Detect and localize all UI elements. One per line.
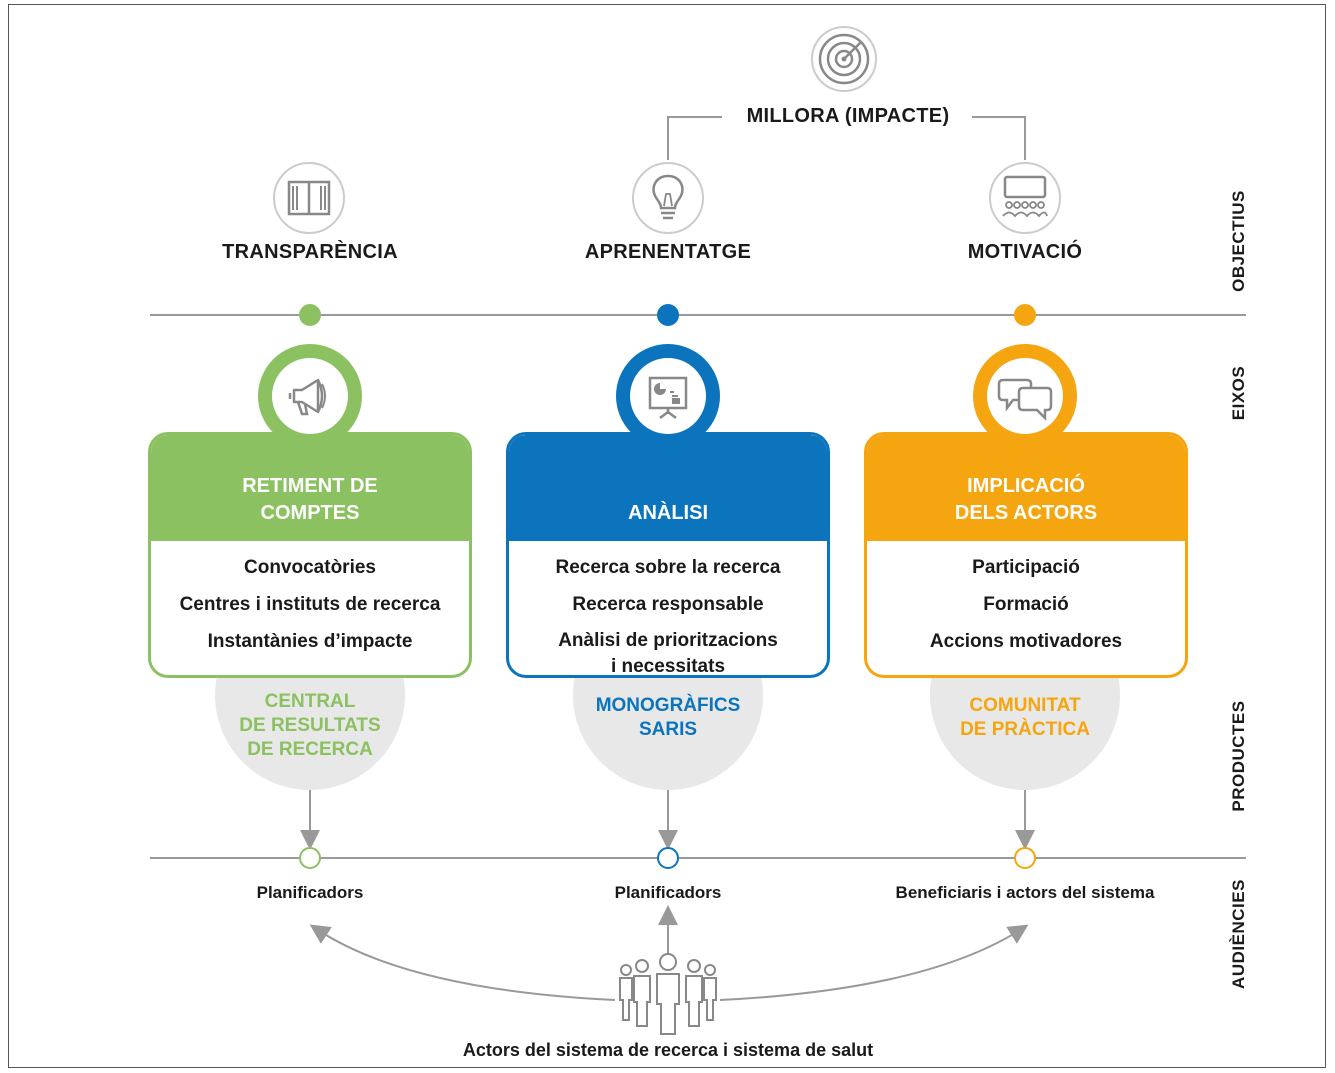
product-label-2: MONOGRÀFICS SARIS: [595, 695, 741, 740]
bottom-label: Actors del sistema de recerca i sistema …: [462, 1040, 874, 1060]
audience-dot-1: [299, 847, 321, 869]
axis-item: Formació: [983, 594, 1069, 615]
top-goal-label: MILLORA (IMPACTE): [746, 105, 950, 127]
side-label-objectius: OBJECTIUS: [1229, 190, 1248, 292]
audiences-line: [150, 857, 1246, 859]
axis-item: Participació: [972, 557, 1080, 578]
audience-presentation-icon: [987, 160, 1063, 236]
megaphone-icon: [288, 378, 326, 416]
audience-label-3: Beneficiaris i actors del sistema: [895, 883, 1155, 902]
presentation-badge: [616, 344, 720, 448]
objective-dot-3: [1014, 304, 1036, 326]
axis-card-3: IMPLICACIÓ DELS ACTORS Participació Form…: [864, 432, 1188, 678]
audience-dot-3: [1014, 847, 1036, 869]
objective-label-1: TRANSPARÈNCIA: [222, 241, 398, 263]
axis-item: Convocatòries: [244, 557, 376, 578]
side-label-productes: PRODUCTES: [1229, 700, 1248, 812]
objective-dot-2: [657, 304, 679, 326]
people-group-icon: [619, 953, 717, 1035]
presentation-board-icon: [648, 376, 688, 419]
axis-title-1: RETIMENT DE COMPTES: [151, 435, 469, 541]
axis-title-2: ANÀLISI: [509, 435, 827, 541]
arc-left: [309, 924, 616, 1001]
audience-label-1: Planificadors: [256, 883, 364, 902]
diagram-frame: [8, 4, 1326, 1068]
audience-label-2: Planificadors: [614, 883, 722, 902]
axis-item: Accions motivadores: [929, 631, 1123, 652]
side-label-audiencies: AUDIÈNCIES: [1229, 879, 1248, 989]
arc-right: [719, 924, 1029, 1001]
objective-dot-1: [299, 304, 321, 326]
speech-badge: [973, 344, 1077, 448]
axis-item: Anàlisi de prioritzacions i necessitats: [558, 630, 778, 677]
target-icon: [809, 24, 879, 94]
product-label-3: COMUNITAT DE PRÀCTICA: [960, 695, 1090, 740]
lightbulb-icon: [630, 160, 706, 236]
axis-item: Recerca responsable: [572, 594, 764, 615]
side-label-eixos: EIXOS: [1229, 365, 1248, 421]
speech-bubbles-icon: [997, 378, 1053, 422]
axis-item: Recerca sobre la recerca: [555, 557, 781, 578]
axis-title-3: IMPLICACIÓ DELS ACTORS: [867, 435, 1185, 541]
axis-item: Instantànies d’impacte: [207, 631, 413, 652]
megaphone-badge: [258, 344, 362, 448]
axis-card-2: ANÀLISI Recerca sobre la recerca Recerca…: [506, 432, 830, 678]
objective-label-2: APRENENTATGE: [584, 241, 752, 263]
goal-bracket-right: [972, 116, 1026, 160]
product-label-1: CENTRAL DE RESULTATS DE RECERCA: [239, 691, 381, 760]
audience-dot-2: [657, 847, 679, 869]
objective-label-3: MOTIVACIÓ: [967, 241, 1083, 263]
axis-card-1: RETIMENT DE COMPTES Convocatòries Centre…: [148, 432, 472, 678]
window-icon: [271, 160, 347, 236]
axis-item: Centres i instituts de recerca: [179, 594, 441, 615]
goal-bracket-left: [667, 116, 722, 160]
objectives-line: [150, 314, 1246, 316]
